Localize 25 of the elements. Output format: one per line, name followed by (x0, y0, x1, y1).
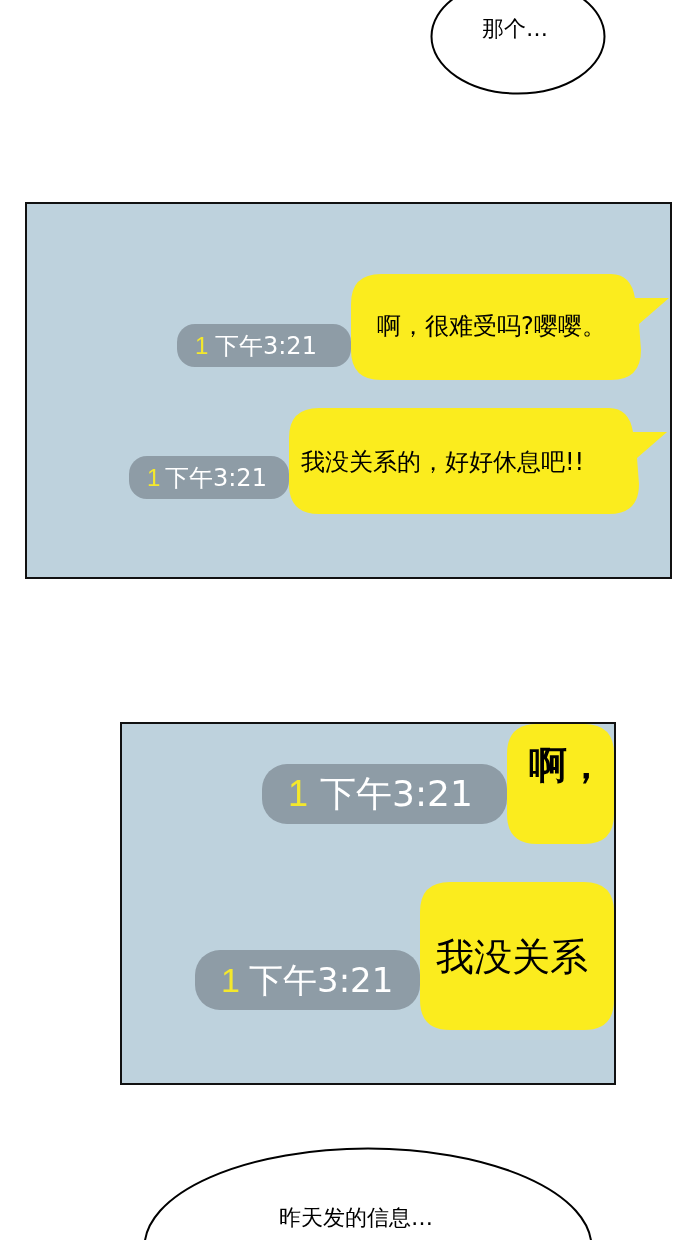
message-text: 我没关系 (436, 938, 588, 976)
dialogue-text: 那个… (482, 18, 548, 40)
timestamp-tag (177, 324, 351, 367)
read-count: 1 (221, 963, 240, 997)
read-count: 1 (147, 466, 161, 490)
timestamp: 下午3:21 (320, 776, 473, 812)
timestamp: 下午3:21 (165, 466, 267, 490)
speech-balloon (430, 0, 606, 95)
comic-panel (25, 202, 672, 579)
chat-bubble (420, 882, 614, 1030)
read-count: 1 (288, 776, 309, 812)
timestamp-tag (129, 456, 289, 499)
timestamp: 下午3:21 (215, 334, 317, 358)
chat-bubble (289, 408, 667, 514)
message-text: 啊，很难受吗?嘤嘤。 (377, 314, 606, 338)
dialogue-text: 昨天发的信息… (279, 1207, 433, 1229)
message-text: 啊， (529, 746, 605, 784)
chat-bubble (351, 274, 669, 380)
comic-panel (120, 722, 616, 1085)
timestamp-tag (262, 764, 507, 824)
read-count: 1 (195, 334, 209, 358)
message-text: 我没关系的，好好休息吧!! (301, 450, 585, 474)
timestamp: 下午3:21 (249, 963, 394, 997)
chat-bubble (507, 724, 614, 844)
timestamp-tag (195, 950, 420, 1010)
